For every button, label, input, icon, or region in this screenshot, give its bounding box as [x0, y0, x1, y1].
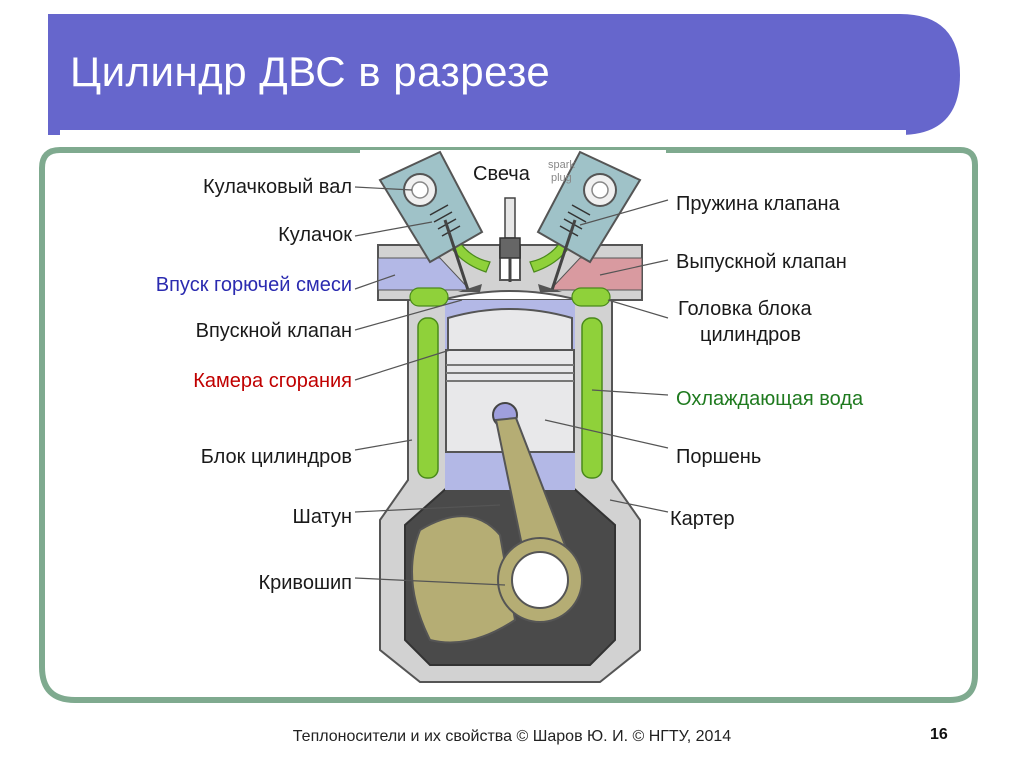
label-intake-valve: Впускной клапан	[195, 320, 352, 342]
intake-valve-spring	[429, 204, 461, 237]
content-frame	[39, 147, 978, 703]
slide-title: Цилиндр ДВС в разрезе	[70, 48, 551, 95]
label-crankshaft: Кривошип	[258, 572, 352, 594]
page-number: 16	[930, 726, 948, 743]
label-combustion-chamber: Камера сгорания	[193, 370, 352, 392]
spark-plug-tag-1: spark	[548, 159, 575, 171]
intake-valve-stem	[443, 219, 470, 291]
exhaust-valve-stem	[550, 219, 577, 291]
intake-valve-head	[458, 284, 482, 292]
exhaust-valve-cover	[536, 150, 642, 264]
engine-diagram: spark plug	[360, 150, 666, 695]
label-connecting-rod: Шатун	[292, 506, 352, 528]
label-cylinder-head-line1: Головка блока	[678, 298, 812, 320]
coolant-jacket-right	[581, 317, 603, 479]
spark-plug	[499, 197, 521, 282]
header-underline	[60, 130, 906, 135]
label-valve-spring: Пружина клапана	[676, 193, 840, 215]
exhaust-valve-head	[538, 284, 562, 292]
coolant-jacket-left	[417, 317, 439, 479]
intake-valve-cover	[378, 150, 484, 264]
label-camshaft: Кулачковый вал	[202, 176, 352, 198]
label-piston: Поршень	[676, 446, 762, 468]
spark-plug-tag-2: plug	[551, 172, 572, 184]
header-band	[48, 14, 960, 135]
exhaust-valve-spring	[559, 204, 591, 237]
leader-lines	[354, 186, 669, 586]
slide-footer: Теплоносители и их свойства © Шаров Ю. И…	[292, 728, 732, 745]
connecting-rod	[494, 416, 567, 562]
label-cooling-water: Охлаждающая вода	[676, 388, 864, 410]
label-cylinder-head-line2: цилиндров	[700, 324, 802, 346]
crank-pin	[511, 551, 569, 609]
label-cylinder-block: Блок цилиндров	[200, 446, 352, 468]
label-cam: Кулачок	[278, 224, 352, 246]
label-intake-mixture: Впуск горючей смеси	[155, 274, 352, 296]
label-spark-plug: Свеча	[473, 163, 530, 185]
label-exhaust-valve: Выпускной клапан	[676, 251, 847, 273]
label-crankcase: Картер	[670, 508, 735, 530]
